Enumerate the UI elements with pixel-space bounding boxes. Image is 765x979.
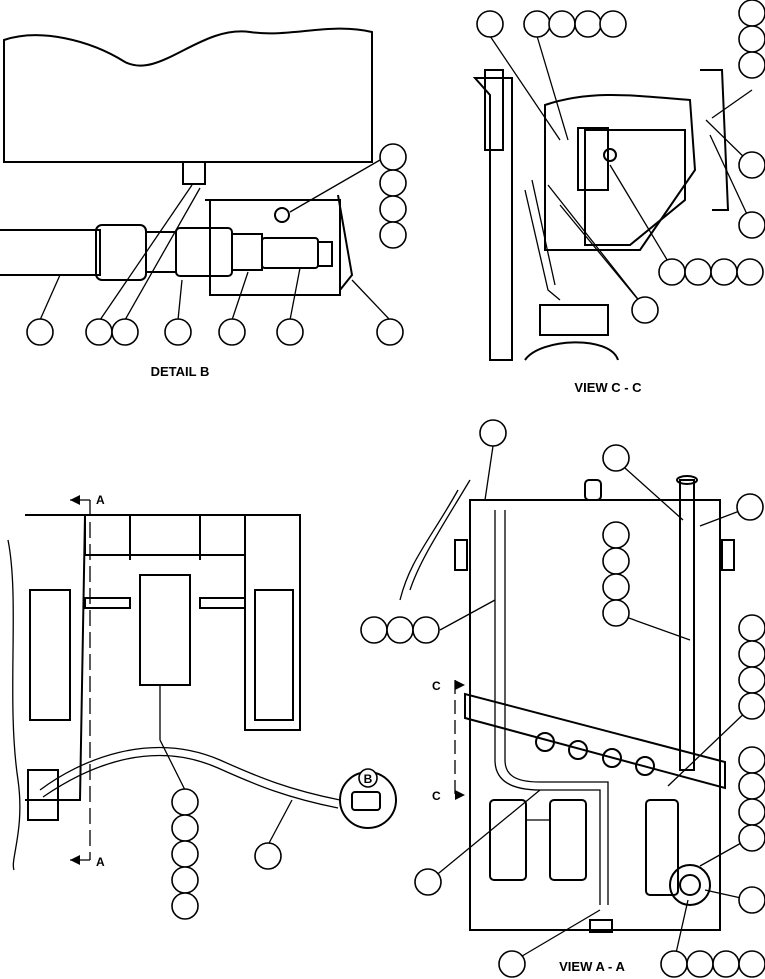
support-arm [700,69,730,211]
breather [274,207,290,223]
view-c-leaders [489,35,753,309]
mount-bracket [182,161,206,185]
detail-b-reference [339,768,397,829]
crossmember [84,514,246,556]
tank-side [584,129,686,246]
hose-to-b-2 [42,754,339,809]
section-c-label-top: C [432,679,441,693]
hose-left [0,229,101,276]
cap-tether [337,194,354,291]
frame-cap [484,69,504,151]
right-bracket [199,597,246,609]
tank-body [544,94,697,251]
filter-3 [645,799,679,896]
suction-flange [669,864,711,906]
mount-plate [205,199,341,296]
left-bracket [84,597,131,609]
hose-ferrule [95,224,147,281]
view-c-caption: VIEW C - C [574,380,642,395]
hose-to-b [39,747,341,801]
rear-view-callouts [171,788,282,920]
left-tank [29,589,71,721]
filter-1 [489,799,527,881]
rear-view-leaders [159,739,293,846]
rear-view-drawing [7,514,341,871]
view-a-caption: VIEW A - A [559,959,625,974]
port-3 [602,748,622,768]
view-a-drawing [399,475,735,933]
port-4 [635,756,655,776]
side-mount-left [454,539,468,571]
frame-rail [472,77,513,361]
strap [464,692,726,790]
right-tank [254,589,294,721]
breather-cap [584,479,602,501]
filter-2 [549,799,587,881]
sight-tube [679,479,695,771]
hose-run [524,189,561,301]
detail-b-leaders [39,159,391,321]
section-c-line [454,680,465,800]
section-a-label-bottom: A [96,855,105,869]
dust-cap [317,241,333,267]
left-frame [25,514,87,801]
side-mount-right [721,539,735,571]
cut-edge [7,539,21,871]
filler-cap [603,148,617,162]
hose-bundle [399,479,471,601]
detail-b-caption: DETAIL B [151,364,210,379]
drain-plug [589,919,613,933]
detail-b-drawing [0,27,373,296]
mount-saddle [524,341,619,361]
right-frame [244,514,301,731]
return-tube [494,510,601,905]
tank-outline [3,27,373,163]
sight-cap [676,475,698,485]
section-a-label-top: A [96,493,105,507]
port-1 [535,732,555,752]
section-c-label-bottom: C [432,789,441,803]
view-a-callouts [360,419,765,978]
view-a-leaders [427,445,753,963]
center-housing [139,574,191,686]
section-a-line [70,495,91,865]
pump [27,769,59,821]
view-c-drawing [472,69,730,361]
filler-neck [577,127,609,191]
suction-port [679,874,701,896]
return-tube-2 [504,510,609,905]
quick-coupler [261,237,319,269]
valve-block [539,304,609,336]
view-c-callouts [476,0,765,324]
detail-b-ref-label: B [364,772,373,786]
housing-walls [129,515,201,560]
coupler-nut [231,233,263,271]
adapter [175,227,233,277]
port-2 [568,740,588,760]
hose-run-2 [531,179,556,286]
detail-b-callouts [26,143,407,346]
